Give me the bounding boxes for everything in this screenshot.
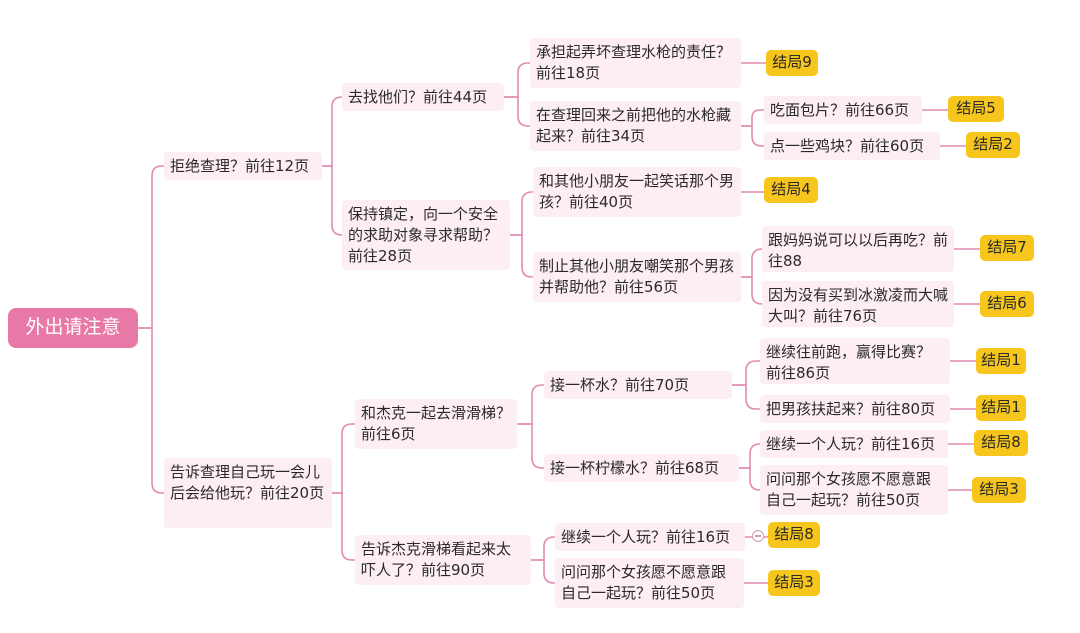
ending-9[interactable]: 结局9 [766,50,818,76]
branch-connector [332,423,355,494]
branch-connector [517,423,544,469]
branch-connector [732,384,760,410]
ending-8-a[interactable]: 结局8 [974,430,1028,456]
ending-3-b[interactable]: 结局3 [768,570,820,596]
node-hide-water-gun[interactable]: 在查理回来之前把他的水枪藏起来？前往34页 [530,101,741,151]
branch-connector [322,96,343,167]
branch-connector [531,536,555,561]
branch-connector [138,327,164,494]
node-cup-of-lemonade[interactable]: 接一杯柠檬水？前往68页 [544,454,739,482]
branch-connector [510,234,533,278]
node-slide-too-scary[interactable]: 告诉杰克滑梯看起来太吓人了？前往90页 [355,535,531,585]
branch-connector [739,467,761,491]
node-cup-of-water[interactable]: 接一杯水？前往70页 [544,371,732,399]
ending-5[interactable]: 结局5 [948,96,1004,122]
node-keep-running[interactable]: 继续往前跑，赢得比赛？前往86页 [760,338,950,384]
root-node[interactable]: 外出请注意 [8,308,138,348]
node-refuse-charlie[interactable]: 拒绝查理？前往12页 [164,152,322,180]
node-go-find-them[interactable]: 去找他们？前往44页 [342,83,504,111]
collapse-toggle-icon[interactable] [752,530,764,542]
ending-2[interactable]: 结局2 [966,132,1020,158]
node-tell-charlie-later[interactable]: 告诉查理自己玩一会儿后会给他玩？前往20页 [164,458,332,528]
node-ask-girl-a[interactable]: 问问那个女孩愿不愿意跟自己一起玩？前往50页 [760,465,948,515]
node-stop-laughing[interactable]: 制止其他小朋友嘲笑那个男孩并帮助他？前往56页 [533,252,741,302]
branch-connector [741,248,763,278]
branch-connector [332,492,355,561]
node-order-nuggets[interactable]: 点一些鸡块？前往60页 [764,132,940,160]
branch-connector [322,165,343,236]
node-stay-calm[interactable]: 保持镇定，向一个安全的求助对象寻求帮助？前往28页 [342,200,510,270]
branch-connector [138,165,164,329]
branch-connector [504,62,530,98]
node-help-boy-up[interactable]: 把男孩扶起来？前往80页 [760,395,950,423]
branch-connector [741,276,763,305]
node-laugh-at-boy[interactable]: 和其他小朋友一起笑话那个男孩？前往40页 [533,167,741,217]
node-slide-with-jack[interactable]: 和杰克一起去滑滑梯？前往6页 [355,399,517,449]
branch-connector [739,443,761,469]
branch-connector [732,360,760,386]
branch-connector [531,559,555,584]
branch-connector [510,191,533,236]
node-tell-mom-later[interactable]: 跟妈妈说可以以后再吃？前往88 [762,226,954,272]
ending-8-b[interactable]: 结局8 [768,522,820,548]
branch-connector [741,109,764,127]
ending-6[interactable]: 结局6 [980,291,1034,317]
branch-connector [504,96,530,127]
branch-connector [517,384,544,425]
node-scream-icecream[interactable]: 因为没有买到冰激凌而大喊大叫？前往76页 [762,281,954,327]
ending-1-b[interactable]: 结局1 [976,395,1026,421]
node-play-alone-b[interactable]: 继续一个人玩？前往16页 [555,523,745,551]
ending-4[interactable]: 结局4 [764,177,818,203]
node-play-alone-a[interactable]: 继续一个人玩？前往16页 [760,430,948,458]
ending-7[interactable]: 结局7 [980,235,1034,261]
node-ask-girl-b[interactable]: 问问那个女孩愿不愿意跟自己一起玩？前往50页 [555,558,744,608]
branch-connector [741,125,764,147]
node-eat-bread[interactable]: 吃面包片？前往66页 [764,96,922,124]
ending-3-a[interactable]: 结局3 [972,477,1026,503]
ending-1-a[interactable]: 结局1 [976,348,1026,374]
node-take-blame[interactable]: 承担起弄坏查理水枪的责任？前往18页 [530,38,741,88]
